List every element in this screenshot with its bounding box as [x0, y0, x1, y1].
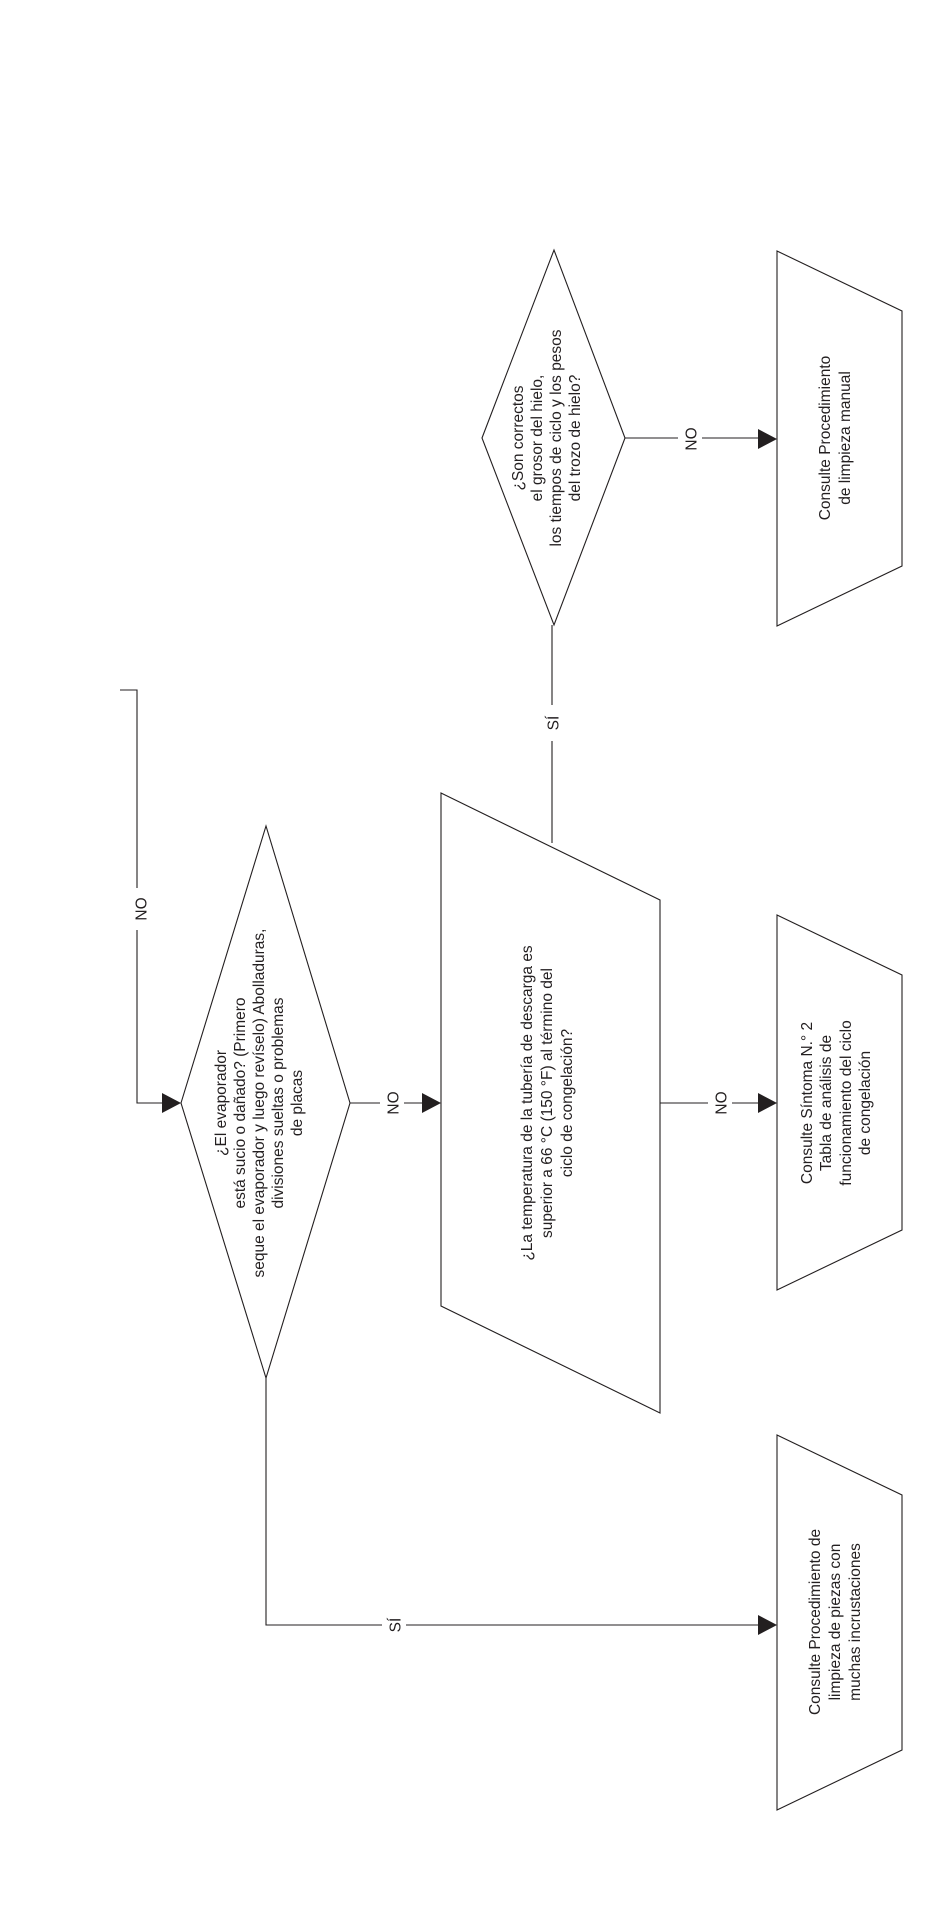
manual-cleaning-box [776, 250, 903, 627]
heavy-scale-cleaning-box [776, 1434, 903, 1811]
evaporator-question-text: ¿El evaporador está sucio o dañado? (Pri… [213, 929, 306, 1278]
svg-text:de limpieza manual: de limpieza manual [837, 371, 854, 505]
svg-text:muchas incrustaciones: muchas incrustaciones [847, 1543, 864, 1701]
svg-text:Consulte Procedimiento de: Consulte Procedimiento de [807, 1529, 824, 1715]
label-no-loop: NO [134, 897, 151, 920]
arrow-into-symptom-2 [758, 1093, 777, 1113]
svg-text:de congelación: de congelación [857, 1051, 874, 1155]
svg-text:¿El evaporador: ¿El evaporador [213, 1050, 230, 1156]
svg-text:divisiones sueltas o problemas: divisiones sueltas o problemas [270, 997, 287, 1208]
svg-text:funcionamiento del ciclo: funcionamiento del ciclo [838, 1020, 855, 1185]
evaporator-decision [180, 824, 351, 1380]
arrow-into-heavy-scale [758, 1615, 777, 1635]
svg-text:los tiempos de ciclo y los pes: los tiempos de ciclo y los pesos [548, 329, 565, 546]
svg-text:ciclo de congelación?: ciclo de congelación? [559, 1029, 576, 1178]
svg-text:el grosor del hielo,: el grosor del hielo, [529, 375, 546, 502]
manual-cleaning-text: Consulte Procedimiento de limpieza manua… [817, 356, 854, 521]
svg-text:Tabla de análisis de: Tabla de análisis de [818, 1035, 835, 1171]
temperature-decision [440, 792, 661, 1414]
arrow-into-manual-cleaning [758, 429, 777, 449]
label-si-temperature: SÍ [546, 715, 563, 730]
svg-text:limpieza de piezas con: limpieza de piezas con [827, 1544, 844, 1701]
label-si-evaporator: SÍ [388, 1617, 405, 1632]
label-no-ice: NO [684, 427, 701, 450]
svg-text:Consulte Procedimiento: Consulte Procedimiento [817, 356, 834, 521]
svg-text:seque el evaporador y luego re: seque el evaporador y luego revíselo) Ab… [251, 929, 268, 1278]
arrow-into-evaporator [162, 1093, 181, 1113]
svg-text:está sucio o dañado? (Primero: está sucio o dañado? (Primero [232, 997, 249, 1208]
heavy-scale-cleaning-text: Consulte Procedimiento de limpieza de pi… [807, 1529, 864, 1715]
svg-text:del trozo de hielo?: del trozo de hielo? [567, 374, 584, 501]
svg-text:Consulte Síntoma N.° 2: Consulte Síntoma N.° 2 [799, 1022, 816, 1184]
label-no-temperature: NO [714, 1091, 731, 1114]
ice-check-question-text: ¿Son correctos el grosor del hielo, los … [510, 329, 584, 546]
svg-text:de placas: de placas [289, 1070, 306, 1137]
svg-text:superior a 66 °C (150 °F) al t: superior a 66 °C (150 °F) al término del [539, 968, 556, 1238]
ice-check-decision [481, 248, 626, 627]
arrow-into-temperature [422, 1093, 441, 1113]
symptom-2-text: Consulte Síntoma N.° 2 Tabla de análisis… [799, 1020, 874, 1185]
symptom-2-box [776, 914, 903, 1291]
temperature-question-text: ¿La temperatura de la tubería de descarg… [519, 945, 576, 1261]
svg-text:¿La temperatura de la tubería: ¿La temperatura de la tubería de descarg… [519, 945, 536, 1261]
label-no-evaporator: NO [386, 1091, 403, 1114]
connector-evaporator-si [265, 1378, 760, 1626]
svg-text:¿Son correctos: ¿Son correctos [510, 385, 527, 490]
